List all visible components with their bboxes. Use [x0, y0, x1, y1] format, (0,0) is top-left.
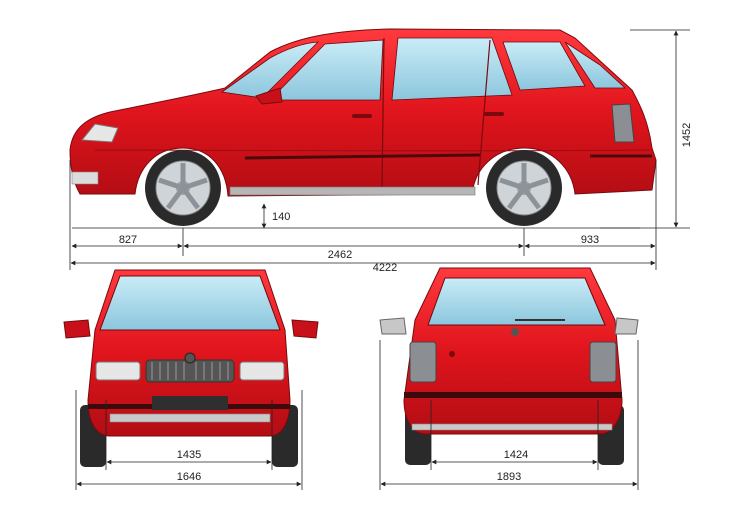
rear-wheel	[486, 150, 562, 226]
front-dimensions	[75, 390, 303, 490]
side-view	[69, 28, 657, 226]
side-tailgate-glass	[564, 41, 627, 89]
rear-mirror-left	[379, 317, 407, 335]
rear-taillight-right	[589, 341, 617, 383]
side-dimensions	[69, 29, 690, 270]
side-windshield	[220, 41, 320, 99]
side-taillight	[611, 103, 635, 143]
side-rear-window	[391, 37, 513, 101]
rear-overhang-label: 933	[581, 234, 599, 246]
front-headlight-left	[95, 361, 141, 381]
side-body	[69, 28, 657, 197]
rear-width-label: 1893	[497, 471, 521, 483]
rear-track-label: 1424	[504, 449, 528, 461]
rear-mirror-right	[614, 317, 639, 335]
side-quarter-window	[502, 41, 586, 91]
rear-taillight-left	[409, 341, 437, 383]
rear-dimensions	[379, 340, 639, 490]
front-headlight-right	[239, 361, 285, 381]
side-front-window	[269, 39, 384, 101]
front-mirror-right	[291, 319, 319, 339]
overall-length-label: 4222	[373, 262, 397, 274]
wheelbase-label: 2462	[328, 249, 352, 261]
front-view	[63, 269, 319, 467]
front-width-label: 1646	[177, 471, 201, 483]
height-label: 1452	[681, 123, 693, 147]
side-mirror	[255, 87, 283, 105]
front-mirror-left	[63, 319, 91, 339]
side-headlight	[81, 123, 119, 143]
rear-window	[427, 277, 606, 326]
front-windshield	[99, 275, 281, 331]
front-plate	[152, 396, 228, 410]
front-overhang-label: 827	[119, 234, 137, 246]
front-wheel	[145, 150, 221, 226]
ground-clearance-label: 140	[272, 211, 290, 223]
front-track-label: 1435	[177, 449, 201, 461]
rear-view	[379, 267, 639, 465]
